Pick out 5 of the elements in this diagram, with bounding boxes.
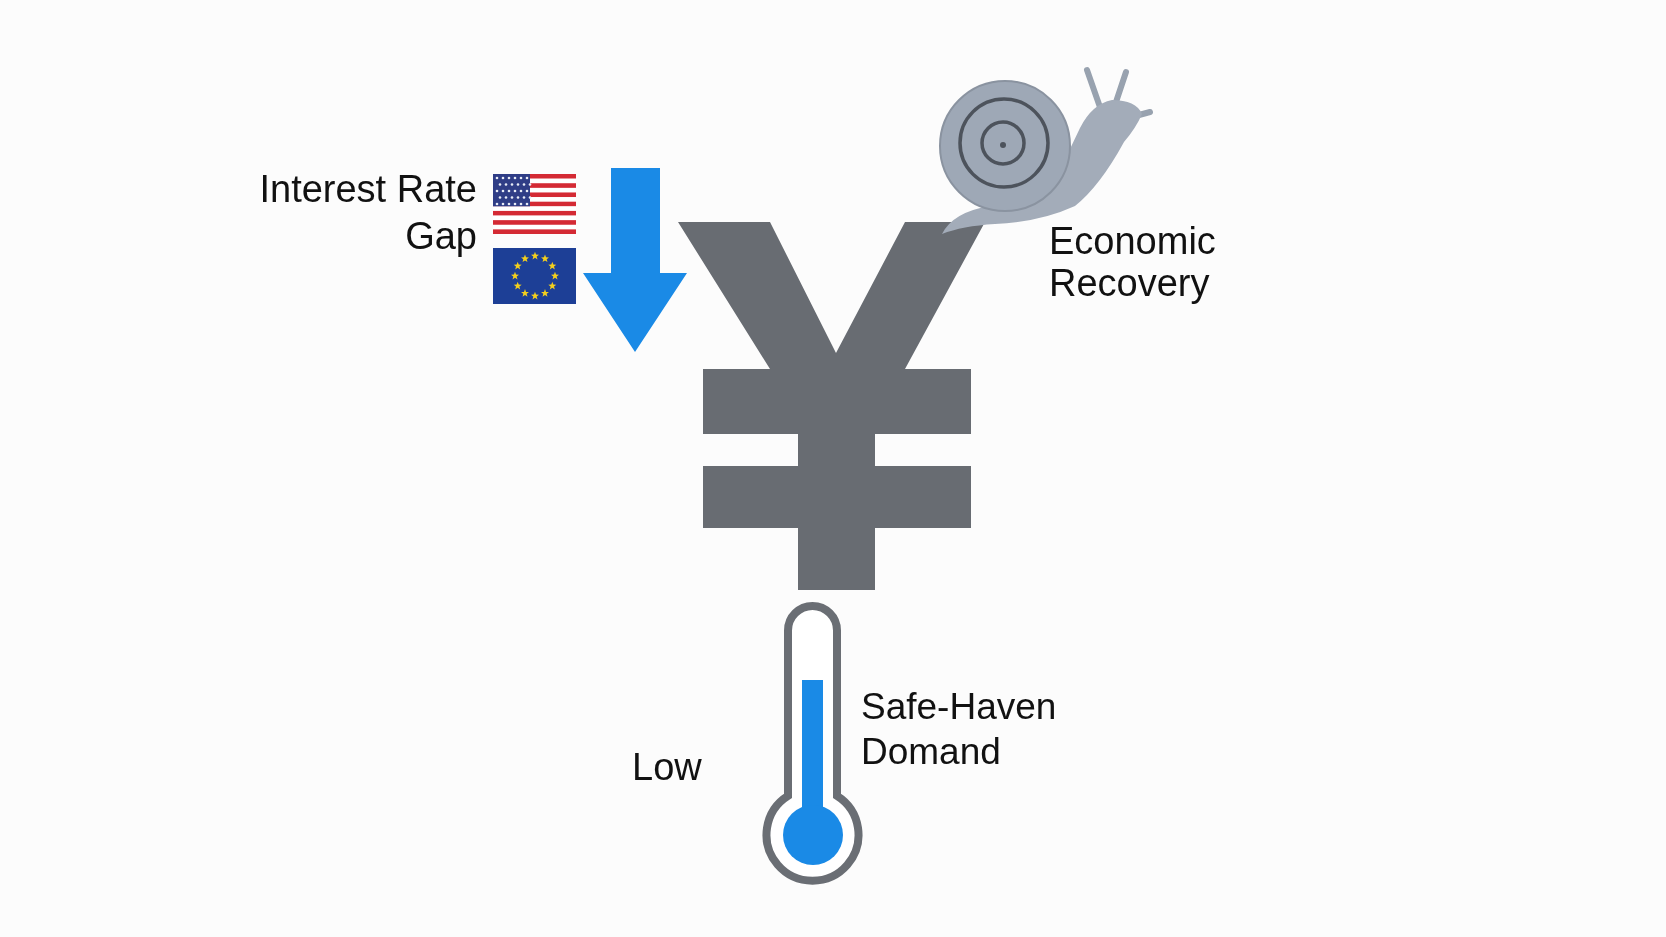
yen-symbol xyxy=(678,222,985,590)
text-label: Economic Recovery xyxy=(1049,220,1217,304)
text-label: Interest Rate Gap xyxy=(258,167,477,259)
text-label: Safe-Haven Domand xyxy=(861,685,1058,774)
text-label: Low xyxy=(632,745,702,789)
